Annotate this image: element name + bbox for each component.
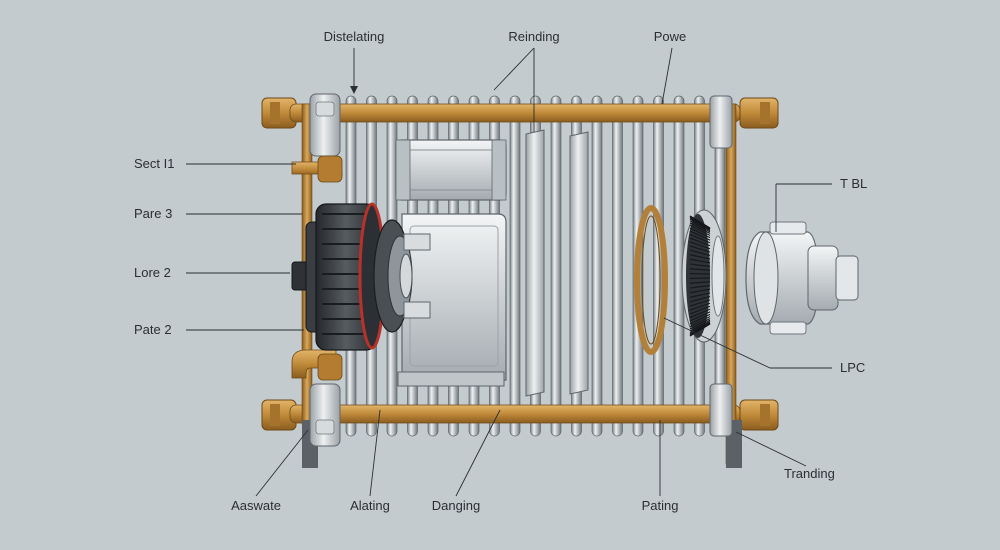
label-right-2: LPC <box>840 360 866 375</box>
label-right-1: T BL <box>840 176 868 191</box>
bristle <box>689 296 711 303</box>
bristle <box>689 305 711 315</box>
tube <box>612 95 623 437</box>
label-bottom-4: Pating <box>641 498 679 513</box>
bristle <box>689 222 711 234</box>
label-top-1: Distelating <box>323 29 385 44</box>
bristle <box>689 217 711 230</box>
main-housing <box>397 213 507 387</box>
right-coupling <box>745 221 859 335</box>
bottom-manifold <box>261 399 779 431</box>
bristle <box>689 245 711 253</box>
bristle <box>689 288 711 294</box>
tube <box>550 95 562 437</box>
bristle <box>689 323 711 337</box>
leader-lines <box>186 47 832 497</box>
bristle <box>689 311 711 322</box>
tube <box>509 95 521 437</box>
label-right-3: Tranding <box>784 466 835 481</box>
bristle <box>689 321 711 334</box>
bristle <box>689 313 711 325</box>
label-left-4: Pate 2 <box>134 322 172 337</box>
bristle <box>689 218 711 231</box>
bristle <box>689 249 711 256</box>
label-bottom-3: Danging <box>431 498 481 513</box>
bristle <box>689 318 711 330</box>
label-bottom-1: Aaswate <box>231 498 281 513</box>
bristle <box>689 237 711 247</box>
top-manifold <box>261 97 779 129</box>
upper-steel-cylinder <box>395 139 507 201</box>
label-left-2: Pare 3 <box>134 206 173 221</box>
bristle <box>689 319 711 332</box>
label-top-2: Reinding <box>508 29 560 44</box>
bristle <box>689 316 711 328</box>
center-plates <box>525 129 589 397</box>
label-left-1: Sect I1 <box>134 156 175 171</box>
brass-ring <box>634 205 668 355</box>
brass-elbows <box>291 155 343 381</box>
tube <box>591 95 603 437</box>
bristle <box>689 227 711 239</box>
label-bottom-2: Alating <box>350 498 390 513</box>
bristle <box>689 285 711 289</box>
motor-assembly <box>291 202 431 351</box>
bristle <box>689 241 711 250</box>
bristle <box>689 230 711 241</box>
bristle <box>689 292 711 298</box>
label-left-3: Lore 2 <box>134 265 171 280</box>
bristle <box>689 268 711 271</box>
bristle-lines <box>689 215 711 337</box>
bristle <box>689 216 711 230</box>
end-blocks <box>309 93 733 447</box>
bristle <box>689 233 711 244</box>
bristle <box>689 258 711 264</box>
bristle <box>689 281 711 284</box>
bristle <box>689 308 711 319</box>
bristle <box>689 299 711 307</box>
bristle <box>689 220 711 233</box>
bristle <box>689 254 711 260</box>
bristle-disc <box>681 209 727 343</box>
bristle <box>689 263 711 267</box>
bristle <box>689 302 711 311</box>
label-top-3: Powe <box>653 29 687 44</box>
bristle <box>689 224 711 236</box>
